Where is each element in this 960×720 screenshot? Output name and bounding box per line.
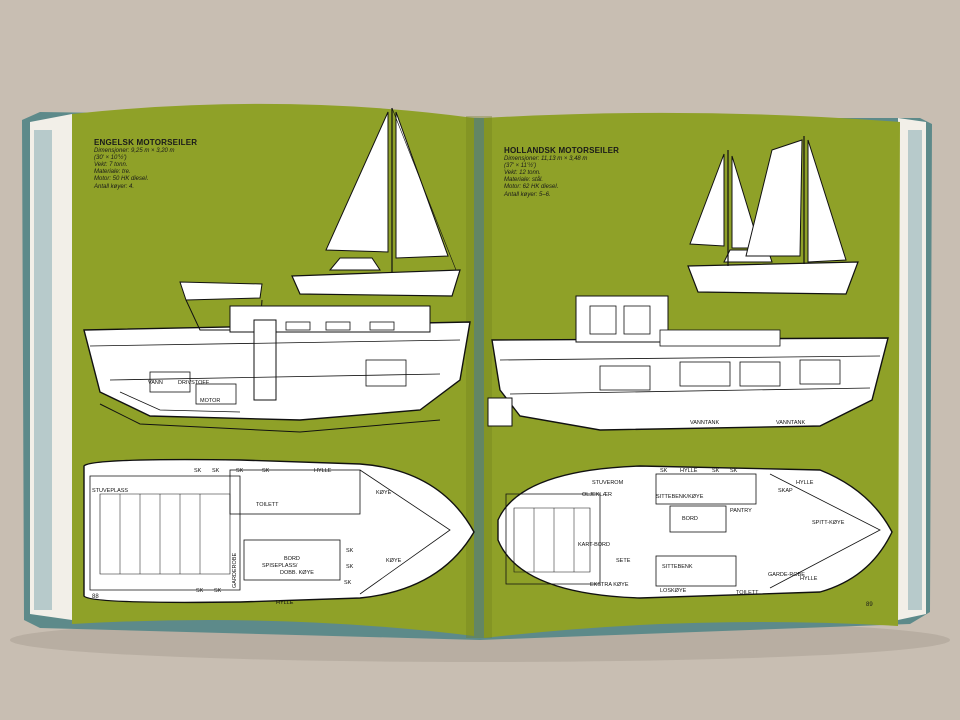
label-vann: VANN	[148, 380, 163, 386]
plan-label: SKAP	[778, 488, 793, 494]
plan-label: HYLLE	[314, 468, 332, 474]
left-caption: ENGELSK MOTORSEILER Dimensjoner: 9,25 m …	[94, 138, 197, 191]
plan-label: BORD	[284, 556, 300, 562]
right-spec: Materiale: stål.	[504, 177, 544, 184]
plan-label: SK	[236, 468, 244, 474]
right-page-title: HOLLANDSK MOTORSEILER	[504, 146, 620, 155]
left-spec: (30' × 10'½')	[94, 154, 127, 161]
right-spec: Dimensjoner: 11,13 m × 3,48 m	[504, 155, 588, 162]
plan-label: OLJEKLÆR	[582, 492, 612, 498]
plan-label: KØYE	[376, 490, 392, 496]
plan-label: HYLLE	[800, 576, 818, 582]
plan-label: STUVEROM	[592, 480, 624, 486]
plan-label: KART-BORD	[578, 542, 610, 548]
plan-label: SITTEBENK/KØYE	[656, 494, 704, 500]
plan-label: TOILETT	[736, 590, 759, 596]
plan-label: HYLLE	[276, 600, 294, 606]
plan-label: SK	[660, 468, 668, 474]
plan-label: EKSTRA KØYE	[590, 582, 629, 588]
right-caption: HOLLANDSK MOTORSEILER Dimensjoner: 11,13…	[504, 146, 619, 199]
left-spec: Vekt: 7 tonn.	[94, 161, 128, 168]
left-plan-drawing: SK SK SK SK HYLLE STUVEPLASS TOILETT KØY…	[83, 458, 475, 606]
right-sailboat-illustration	[687, 136, 859, 295]
right-section-drawing: VANNTANK VANNTANK	[487, 295, 889, 431]
plan-label: SETE	[616, 558, 631, 564]
left-spec: Antall køyer: 4.	[94, 183, 135, 190]
plan-label: SK	[212, 468, 220, 474]
right-plan-drawing: SK HYLLE SK SK STUVEROM OLJEKLÆR SITTEBE…	[497, 465, 893, 599]
plan-label: SK	[344, 580, 352, 586]
plan-label: HYLLE	[796, 480, 814, 486]
plan-label: GARDE-ROBE	[768, 572, 805, 578]
plan-label: GARDEROBE	[232, 553, 238, 588]
right-page-number: 89	[866, 602, 873, 608]
left-spec: Motor: 50 HK diesel.	[94, 176, 149, 183]
plan-label: BORD	[682, 516, 698, 522]
right-spec: Motor: 62 HK diesel.	[504, 184, 559, 191]
plan-label: SPISEPLASS/	[262, 563, 298, 569]
label-motor: MOTOR	[200, 398, 220, 404]
plan-label: SPITT-KØYE	[812, 520, 845, 526]
label-drivstoff: DRIVSTOFF	[178, 380, 210, 386]
plan-label: TOILETT	[256, 502, 279, 508]
plan-label: SK	[712, 468, 720, 474]
label-vanntank: VANNTANK	[690, 420, 719, 426]
plan-label: SK	[346, 548, 354, 554]
left-page-title: ENGELSK MOTORSEILER	[94, 138, 198, 147]
left-section-drawing: VANN DRIVSTOFF MOTOR	[83, 281, 471, 433]
plan-label: LOSKØYE	[660, 588, 687, 594]
left-spec: Dimensjoner: 9,25 m × 3,20 m	[94, 147, 175, 154]
plan-label: HYLLE	[680, 468, 698, 474]
plan-label: DOBB. KØYE	[280, 570, 314, 576]
right-spec: Antall køyer: 5–6.	[504, 191, 551, 198]
label-vanntank: VANNTANK	[776, 420, 805, 426]
plan-label: SITTEBENK	[662, 564, 693, 570]
plan-label: STUVEPLASS	[92, 488, 128, 494]
plan-label: PANTRY	[730, 508, 752, 514]
left-page-number: 88	[92, 594, 99, 600]
left-sailboat-illustration	[291, 107, 461, 297]
left-spec: Materiale: tre.	[94, 169, 131, 176]
right-spec: Vekt: 12 tonn.	[504, 169, 541, 176]
plan-label: SK	[196, 588, 204, 594]
right-spec: (37' × 11'½')	[504, 162, 537, 169]
plan-label: SK	[730, 468, 738, 474]
plan-label: KØYE	[386, 558, 402, 564]
plan-label: SK	[194, 468, 202, 474]
plan-label: SK	[346, 564, 354, 570]
plan-label: SK	[262, 468, 270, 474]
plan-label: SK	[214, 588, 222, 594]
